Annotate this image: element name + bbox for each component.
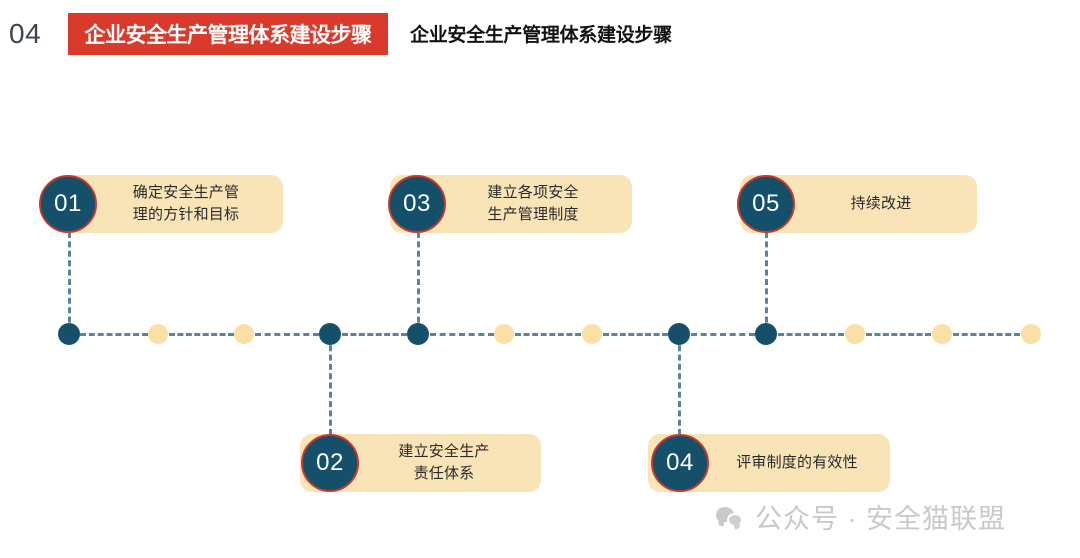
step-label-line-1: 建立安全生产: [398, 443, 490, 460]
connector-step-04: [678, 336, 681, 435]
connector-step-01: [68, 232, 71, 332]
connector-step-02: [329, 336, 332, 435]
connector-step-03: [417, 232, 420, 332]
connector-step-05: [765, 232, 768, 332]
step-card-01[interactable]: 确定安全生产管 理的方针和目标 01: [0, 175, 290, 233]
step-label-line-1: 建立各项安全: [487, 184, 579, 201]
step-label-04: 评审制度的有效性: [705, 434, 889, 492]
axis-segment: [169, 333, 234, 336]
step-number-05: 05: [752, 190, 780, 217]
step-label-line-2: 责任体系: [413, 465, 475, 482]
step-card-04[interactable]: 评审制度的有效性 04: [610, 434, 910, 492]
axis-segment: [603, 333, 668, 336]
axis-dot-dark: [58, 323, 80, 345]
axis-dot-dark: [755, 323, 777, 345]
step-label-line-2: 理的方针和目标: [132, 206, 240, 223]
axis-dot-dark: [668, 323, 690, 345]
axis-segment: [515, 333, 581, 336]
timeline-diagram: 确定安全生产管 理的方针和目标 01 建立各项安全 生产管理制度 03 持续改进: [0, 86, 1080, 558]
step-number-01: 01: [54, 190, 82, 217]
step-number-03: 03: [403, 190, 431, 217]
axis-dot-light: [932, 324, 952, 344]
axis-dot-dark: [407, 323, 429, 345]
step-card-05[interactable]: 持续改进 05: [700, 175, 990, 233]
axis-segment: [80, 333, 148, 336]
step-number-04: 04: [666, 449, 694, 476]
axis-segment: [255, 333, 319, 336]
step-circle-05[interactable]: 05: [737, 175, 795, 233]
axis-dot-light: [494, 324, 514, 344]
axis-segment: [778, 333, 844, 336]
step-label-line-1: 持续改进: [850, 195, 912, 212]
title-banner: 企业安全生产管理体系建设步骤: [68, 13, 388, 55]
axis-dot-light: [234, 324, 254, 344]
axis-dot-dark: [319, 323, 341, 345]
wechat-icon: [716, 506, 746, 532]
axis-segment: [430, 333, 494, 336]
step-number-02: 02: [316, 449, 344, 476]
watermark-text: 公众号 · 安全猫联盟: [755, 504, 1006, 534]
step-card-02[interactable]: 建立安全生产 责任体系 02: [260, 434, 560, 492]
step-label-05: 持续改进: [788, 175, 974, 233]
step-label-line-2: 生产管理制度: [487, 206, 579, 223]
axis-dot-light: [148, 324, 168, 344]
page-title: 企业安全生产管理体系建设步骤: [410, 25, 672, 46]
step-circle-01[interactable]: 01: [39, 175, 97, 233]
step-card-03[interactable]: 建立各项安全 生产管理制度 03: [350, 175, 640, 233]
axis-dot-light: [845, 324, 865, 344]
step-circle-02[interactable]: 02: [301, 434, 359, 492]
axis-segment: [691, 333, 755, 336]
section-number: 04: [9, 18, 42, 49]
step-label-line-1: 评审制度的有效性: [736, 454, 858, 471]
step-label-02: 建立安全生产 责任体系: [350, 434, 538, 492]
step-label-01: 确定安全生产管 理的方针和目标: [96, 175, 276, 233]
step-label-line-1: 确定安全生产管: [132, 184, 240, 201]
axis-segment: [342, 333, 407, 336]
step-circle-03[interactable]: 03: [388, 175, 446, 233]
axis-dot-light: [582, 324, 602, 344]
watermark: 公众号 · 安全猫联盟: [716, 504, 1006, 534]
axis-dot-light: [1021, 324, 1041, 344]
axis-segment: [953, 333, 1020, 336]
step-circle-04[interactable]: 04: [651, 434, 709, 492]
slide-header: 04 企业安全生产管理体系建设步骤 企业安全生产管理体系建设步骤: [0, 0, 1080, 72]
title-banner-text: 企业安全生产管理体系建设步骤: [84, 24, 373, 47]
step-label-03: 建立各项安全 生产管理制度: [438, 175, 628, 233]
axis-segment: [866, 333, 931, 336]
